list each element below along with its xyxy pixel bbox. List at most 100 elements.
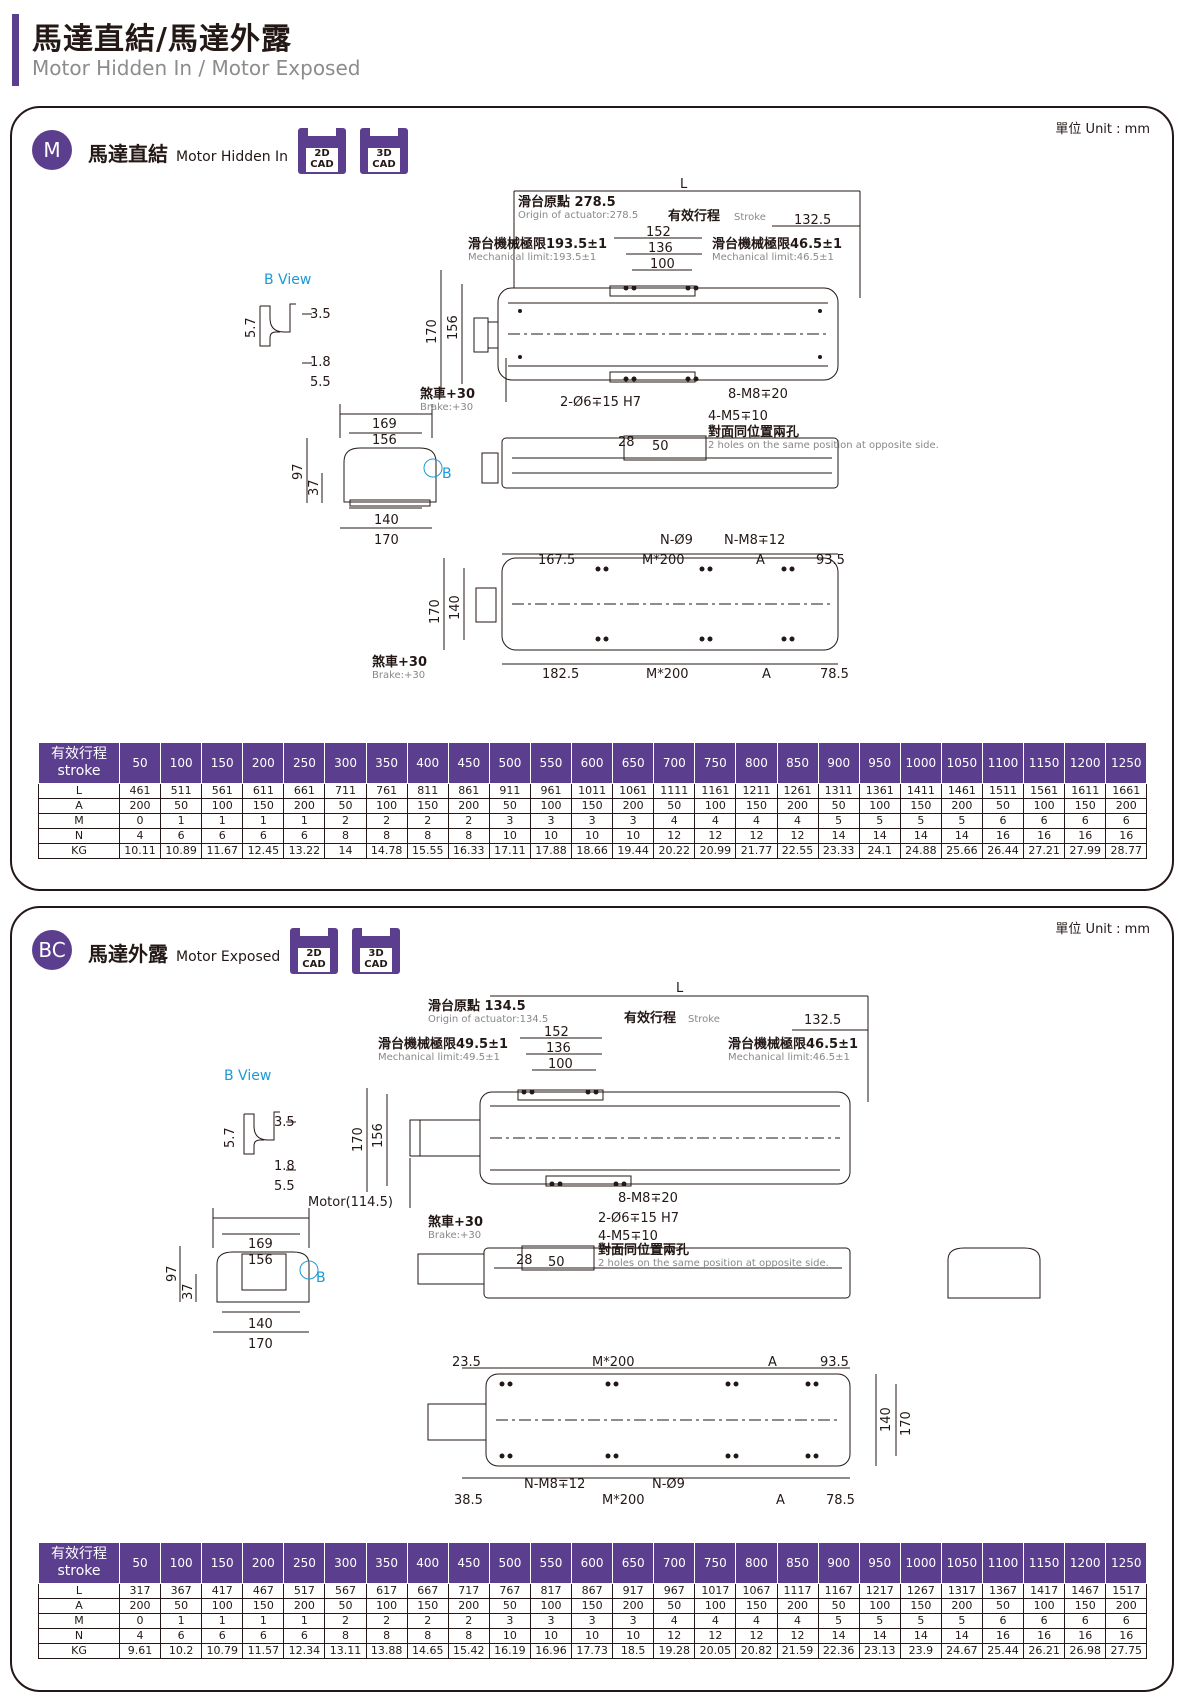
table-cell: 21.59: [776, 1643, 819, 1659]
model-badge: BC: [32, 930, 72, 970]
row-label: A: [38, 1598, 120, 1614]
table-cell: 150: [1064, 798, 1107, 814]
table-cell: 150: [899, 798, 942, 814]
table-cell: 10.2: [160, 1643, 203, 1659]
page-subtitle: Motor Hidden In / Motor Exposed: [32, 56, 361, 80]
stroke-column-header: 200: [242, 742, 285, 784]
table-cell: 27.99: [1064, 843, 1107, 859]
table-cell: 4: [118, 828, 162, 844]
row-label: N: [38, 828, 120, 844]
table-cell: 2: [406, 813, 449, 829]
table-cell: 200: [283, 1598, 326, 1614]
table-cell: 150: [735, 1598, 778, 1614]
b-marker: B: [442, 466, 452, 482]
table-cell: 467: [242, 1583, 285, 1599]
table-cell: 200: [118, 798, 162, 814]
stroke-column-header: 250: [283, 742, 326, 784]
row-label: KG: [38, 1643, 120, 1659]
dim-5-7: 5.7: [244, 317, 259, 338]
stroke-column-header: 1150: [1023, 742, 1066, 784]
hole-spec-c: 4-M5∓10: [708, 409, 768, 424]
table-cell: 14: [324, 843, 367, 859]
table-cell: 10: [571, 828, 614, 844]
table-cell: 1: [201, 813, 244, 829]
table-cell: 1: [201, 1613, 244, 1629]
stroke-column-header: 50: [118, 1542, 162, 1584]
table-cell: 3: [612, 1613, 655, 1629]
table-cell: 150: [242, 798, 285, 814]
stroke-column-header: 1100: [981, 742, 1025, 784]
table-cell: 27.75: [1105, 1643, 1148, 1659]
dim-93-5: 93.5: [816, 553, 845, 568]
table-cell: 12.34: [283, 1643, 326, 1659]
section-title-en: Motor Exposed: [176, 949, 281, 965]
n-o9-label: N-Ø9: [652, 1477, 685, 1492]
stroke-column-header: 650: [612, 742, 655, 784]
cad-2d-label-top: 2D: [306, 948, 322, 959]
dim-136: 136: [546, 1041, 571, 1056]
table-cell: 22.36: [817, 1643, 860, 1659]
dim-m200-bottom: M*200: [602, 1493, 645, 1508]
table-cell: 10.89: [160, 843, 203, 859]
table-cell: 6: [1064, 1613, 1107, 1629]
stroke-column-header: 250: [283, 1542, 326, 1584]
table-cell: 200: [118, 1598, 162, 1614]
dim-23-5: 23.5: [452, 1355, 481, 1370]
table-cell: 25.44: [981, 1643, 1025, 1659]
dim-100: 100: [548, 1057, 573, 1072]
table-cell: 19.44: [612, 843, 655, 859]
table-cell: 567: [324, 1583, 367, 1599]
stroke-column-header: 750: [694, 1542, 737, 1584]
stroke-column-header: 100: [160, 1542, 203, 1584]
table-cell: 317: [118, 1583, 162, 1599]
dim-156-end: 156: [248, 1253, 273, 1268]
b-view-profile: [260, 303, 296, 333]
table-cell: 10.11: [118, 843, 162, 859]
table-cell: 911: [488, 783, 531, 799]
table-cell: 16: [1064, 1628, 1107, 1644]
table-cell: 14: [817, 1628, 860, 1644]
table-cell: 15.55: [406, 843, 449, 859]
dim-78-5: 78.5: [820, 667, 849, 682]
row-label: KG: [38, 843, 120, 859]
table-cell: 150: [571, 798, 614, 814]
table-cell: 717: [447, 1583, 490, 1599]
table-cell: 417: [201, 1583, 244, 1599]
table-cell: 16: [1105, 1628, 1148, 1644]
table-cell: 6: [160, 1628, 203, 1644]
table-cell: 25.66: [940, 843, 983, 859]
table-cell: 2: [365, 813, 408, 829]
table-cell: 50: [653, 1598, 696, 1614]
table-cell: 5: [817, 1613, 860, 1629]
b-marker: B: [316, 1270, 326, 1286]
table-cell: 5: [858, 1613, 901, 1629]
table-cell: 100: [1023, 1598, 1066, 1614]
dim-50: 50: [652, 439, 669, 454]
table-cell: 967: [653, 1583, 696, 1599]
table-cell: 21.77: [735, 843, 778, 859]
end-view-right: [947, 1247, 1041, 1299]
table-cell: 661: [283, 783, 326, 799]
hole-spec-a: 2-Ø6∓15 H7: [560, 395, 641, 410]
table-cell: 100: [858, 798, 901, 814]
table-cell: 3: [488, 813, 531, 829]
table-cell: 200: [447, 1598, 490, 1614]
brake-label-zh: 煞車+30: [427, 1214, 483, 1230]
hole-spec-c-en: 2 holes on the same position at opposite…: [708, 440, 939, 451]
table-cell: 10: [488, 1628, 531, 1644]
table-cell: 19.28: [653, 1643, 696, 1659]
stroke-column-header: 350: [365, 742, 408, 784]
stroke-column-header: 1150: [1023, 1542, 1066, 1584]
stroke-column-header: 500: [488, 742, 531, 784]
table-cell: 1211: [735, 783, 778, 799]
brake-label-zh: 煞車+30: [419, 386, 475, 402]
dim-m200-top: M*200: [592, 1355, 635, 1370]
